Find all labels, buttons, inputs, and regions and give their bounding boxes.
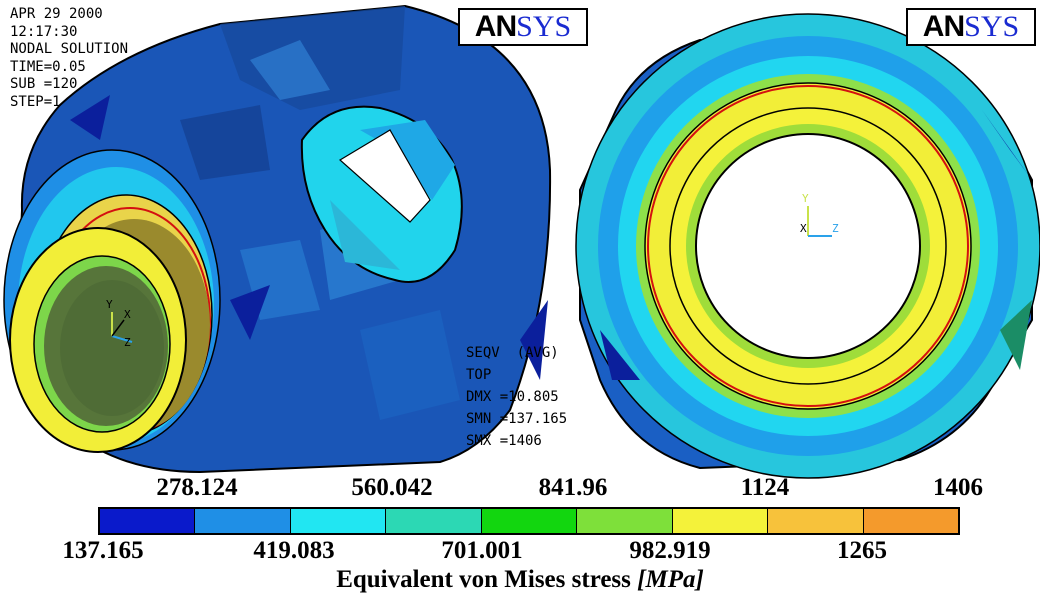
legend-top-tick: 1124 bbox=[740, 474, 790, 501]
legend-top-tick: 841.96 bbox=[538, 474, 608, 501]
triad-right-x: X bbox=[800, 222, 807, 235]
legend-swatch bbox=[386, 509, 482, 533]
triad-right-z: Z bbox=[832, 222, 839, 235]
stat-layer: TOP bbox=[466, 367, 492, 383]
legend-color-bar bbox=[98, 507, 960, 535]
triad-left-z: Z bbox=[124, 336, 131, 349]
legend-swatch bbox=[100, 509, 196, 533]
legend-swatch bbox=[290, 509, 387, 533]
ansys-logo-sys: SYS bbox=[964, 10, 1020, 43]
info-solution-type: NODAL SOLUTION bbox=[10, 41, 129, 58]
info-load-step: STEP=1 bbox=[10, 93, 61, 110]
triad-right-y: Y bbox=[802, 192, 809, 205]
axis-triad-right: Y X Z bbox=[800, 192, 839, 237]
stress-contour-view: Y X Z Y X Z bbox=[3, 4, 1040, 479]
ansys-logo-an: AN bbox=[474, 10, 517, 43]
legend-swatch bbox=[768, 509, 864, 533]
info-substep: SUB =120 bbox=[10, 76, 78, 93]
legend-bottom-tick: 1265 bbox=[837, 537, 887, 564]
legend-swatch bbox=[195, 509, 291, 533]
legend-swatch bbox=[672, 509, 769, 533]
legend-caption-unit: [MPa] bbox=[637, 566, 704, 593]
ansys-logo-sys: SYS bbox=[516, 10, 572, 43]
axis-triad-left: Y X Z bbox=[106, 298, 133, 349]
legend-bottom-tick: 137.165 bbox=[62, 537, 144, 564]
legend-caption: Equivalent von Mises stress [MPa] bbox=[0, 566, 1040, 594]
triad-left-x: X bbox=[124, 308, 131, 321]
triad-left-y: Y bbox=[106, 298, 113, 311]
legend-swatch bbox=[481, 509, 578, 533]
info-date: APR 29 2000 bbox=[10, 6, 103, 22]
legend-top-tick: 1406 bbox=[933, 474, 983, 501]
legend-bottom-tick: 982.919 bbox=[629, 537, 711, 564]
legend-swatch bbox=[863, 509, 958, 533]
stat-smx: SMX =1406 bbox=[466, 433, 542, 449]
legend-caption-main: Equivalent von Mises stress bbox=[336, 566, 638, 593]
ansys-logo-an: AN bbox=[922, 10, 965, 43]
cylinder-isometric-model bbox=[3, 4, 552, 474]
info-time-step: TIME=0.05 bbox=[10, 58, 86, 75]
legend-swatch bbox=[577, 509, 673, 533]
legend-top-tick: 560.042 bbox=[351, 474, 433, 501]
info-time: 12:17:30 bbox=[10, 23, 78, 40]
stat-seqv: SEQV (AVG) bbox=[466, 345, 559, 361]
stat-smn: SMN =137.165 bbox=[466, 411, 568, 427]
cylinder-end-view-model bbox=[575, 13, 1040, 479]
legend-bottom-tick: 419.083 bbox=[253, 537, 335, 564]
legend-top-tick: 278.124 bbox=[156, 474, 238, 501]
legend-bottom-tick: 701.001 bbox=[441, 537, 523, 564]
stat-dmx: DMX =10.805 bbox=[466, 389, 559, 405]
